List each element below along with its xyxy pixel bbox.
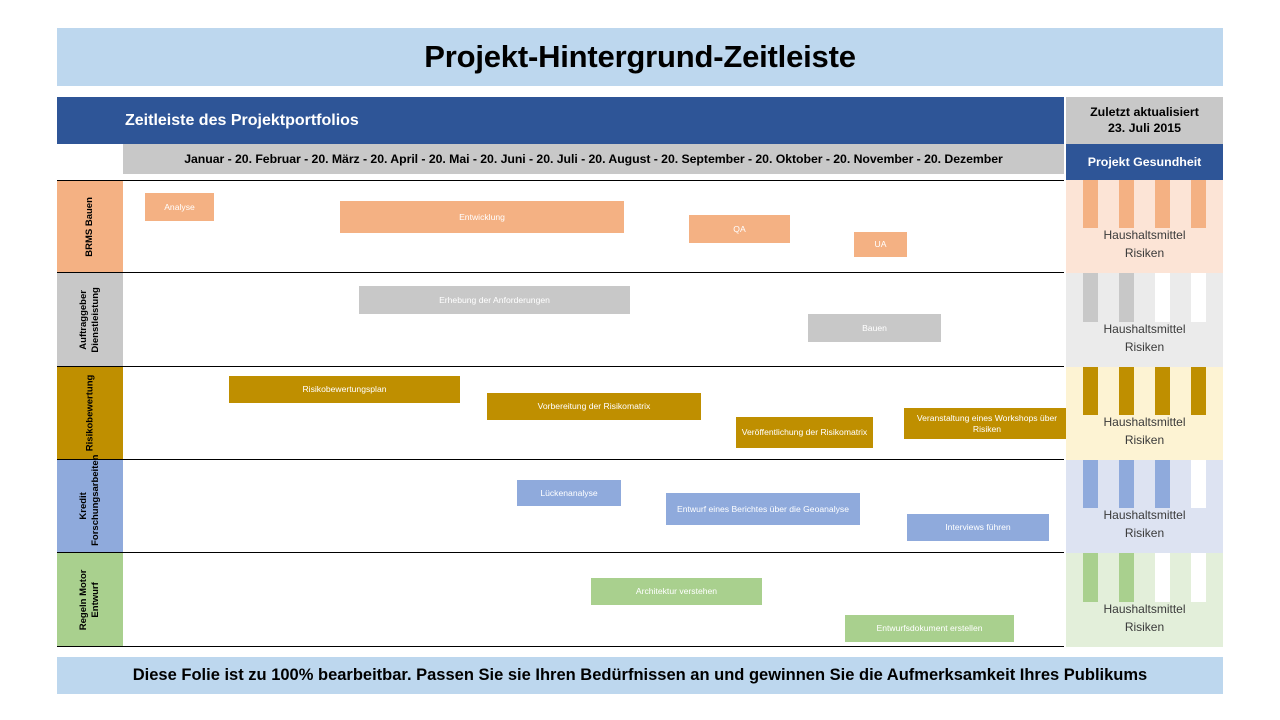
health-bar-filled	[1191, 180, 1206, 228]
health-bar-filled	[1119, 553, 1134, 602]
task-bar[interactable]: UA	[854, 232, 907, 257]
health-caption-line1: Haushaltsmittel	[1103, 415, 1186, 430]
health-bar-filled	[1155, 180, 1170, 228]
swimlane-row: BRMS Bauen Analyse Entwicklung QA UA	[57, 180, 1064, 273]
last-updated-date: 23. Juli 2015	[1107, 120, 1182, 135]
health-bar-filled	[1083, 273, 1098, 322]
slide-footer-banner: Diese Folie ist zu 100% bearbeitbar. Pas…	[57, 657, 1223, 694]
task-bar[interactable]: Risikobewertungsplan	[229, 376, 460, 403]
health-bar-empty	[1191, 273, 1206, 322]
health-bar-group	[1066, 367, 1223, 415]
task-bar[interactable]: Interviews führen	[907, 514, 1049, 541]
health-bar-group	[1066, 553, 1223, 602]
health-bar-filled	[1155, 460, 1170, 508]
last-updated-label: Zuletzt aktualisiert	[1090, 105, 1199, 119]
health-caption-line2: Risiken	[1124, 245, 1165, 260]
swimlane-label-text: Regeln Motor Entwurf	[78, 569, 101, 630]
timeline-header: Zeitleiste des Projektportfolios	[57, 97, 1064, 144]
project-health-panel: Zuletzt aktualisiert 23. Juli 2015 Proje…	[1066, 97, 1223, 647]
swimlane-label-text: Auftraggeber Dienstleistung	[78, 286, 101, 353]
health-bar-empty	[1191, 553, 1206, 602]
swimlane-label-2: Auftraggeber Dienstleistung	[57, 273, 123, 366]
health-bar-filled	[1119, 460, 1134, 508]
task-bar[interactable]: Veröffentlichung der Risikomatrix	[736, 417, 873, 448]
health-bar-empty	[1155, 553, 1170, 602]
footer-text: Diese Folie ist zu 100% bearbeitbar. Pas…	[132, 666, 1148, 684]
health-caption-line1: Haushaltsmittel	[1103, 228, 1186, 243]
slide-title-banner: Projekt-Hintergrund-Zeitleiste	[57, 28, 1223, 86]
swimlane-list: BRMS Bauen Analyse Entwicklung QA UA Auftragg…	[57, 180, 1070, 647]
health-caption-line1: Haushaltsmittel	[1103, 508, 1186, 523]
timeline-month-axis: Januar - 20. Februar - 20. März - 20. Ap…	[123, 144, 1064, 174]
task-bar[interactable]: Entwurfsdokument erstellen	[845, 615, 1014, 642]
swimlane-label-1: BRMS Bauen	[57, 181, 123, 272]
health-caption-line2: Risiken	[1124, 432, 1165, 447]
project-health-header: Projekt Gesundheit	[1066, 144, 1223, 180]
task-bar[interactable]: Bauen	[808, 314, 941, 342]
health-bar-group	[1066, 273, 1223, 322]
health-bar-group	[1066, 180, 1223, 228]
health-bar-filled	[1119, 367, 1134, 415]
health-caption-line2: Risiken	[1124, 619, 1165, 634]
swimlane-label-text: Risikobewertung	[84, 374, 96, 452]
swimlane-label-3: Risikobewertung	[57, 367, 123, 459]
swimlane-row: Auftraggeber Dienstleistung Erhebung der …	[57, 273, 1064, 367]
health-caption-line1: Haushaltsmittel	[1103, 322, 1186, 337]
task-bar[interactable]: Lückenanalyse	[517, 480, 621, 506]
health-bar-filled	[1083, 553, 1098, 602]
task-bar[interactable]: Entwicklung	[340, 201, 624, 233]
health-bar-filled	[1155, 367, 1170, 415]
task-bar[interactable]: Erhebung der Anforderungen	[359, 286, 630, 314]
health-bar-filled	[1083, 460, 1098, 508]
health-caption-line1: Haushaltsmittel	[1103, 602, 1186, 617]
task-bar[interactable]: Entwurf eines Berichtes über die Geoanal…	[666, 493, 860, 525]
health-bar-group	[1066, 460, 1223, 508]
task-bar[interactable]: QA	[689, 215, 790, 243]
health-bar-filled	[1083, 367, 1098, 415]
page-title: Projekt-Hintergrund-Zeitleiste	[424, 39, 856, 74]
swimlane-row: Regeln Motor Entwurf Architektur verstehe…	[57, 553, 1064, 647]
health-bar-filled	[1119, 273, 1134, 322]
health-bar-empty	[1155, 273, 1170, 322]
swimlane-label-text: BRMS Bauen	[84, 196, 96, 257]
health-bar-filled	[1119, 180, 1134, 228]
swimlane-label-text: Kredit Forschungsarbeiten	[78, 454, 101, 546]
health-bar-empty	[1191, 460, 1206, 508]
timeline-chart: Zeitleiste des Projektportfolios Januar …	[57, 97, 1070, 647]
timeline-header-title: Zeitleiste des Projektportfolios	[125, 111, 359, 129]
swimlane-label-4: Kredit Forschungsarbeiten	[57, 454, 123, 552]
task-bar[interactable]: Analyse	[145, 193, 214, 221]
last-updated-block: Zuletzt aktualisiert 23. Juli 2015	[1066, 97, 1223, 144]
swimlane-track: Analyse Entwicklung QA UA	[123, 181, 1064, 272]
health-caption-line2: Risiken	[1124, 339, 1165, 354]
task-bar[interactable]: Architektur verstehen	[591, 578, 762, 605]
health-caption-line2: Risiken	[1124, 525, 1165, 540]
health-bar-filled	[1191, 367, 1206, 415]
project-health-label: Projekt Gesundheit	[1087, 155, 1202, 169]
health-bar-filled	[1083, 180, 1098, 228]
task-bar[interactable]: Vorbereitung der Risikomatrix	[487, 393, 701, 420]
timeline-month-axis-label: Januar - 20. Februar - 20. März - 20. Ap…	[184, 152, 1003, 166]
swimlane-label-5: Regeln Motor Entwurf	[57, 553, 123, 646]
task-bar[interactable]: Veranstaltung eines Workshops über Risik…	[904, 408, 1070, 439]
